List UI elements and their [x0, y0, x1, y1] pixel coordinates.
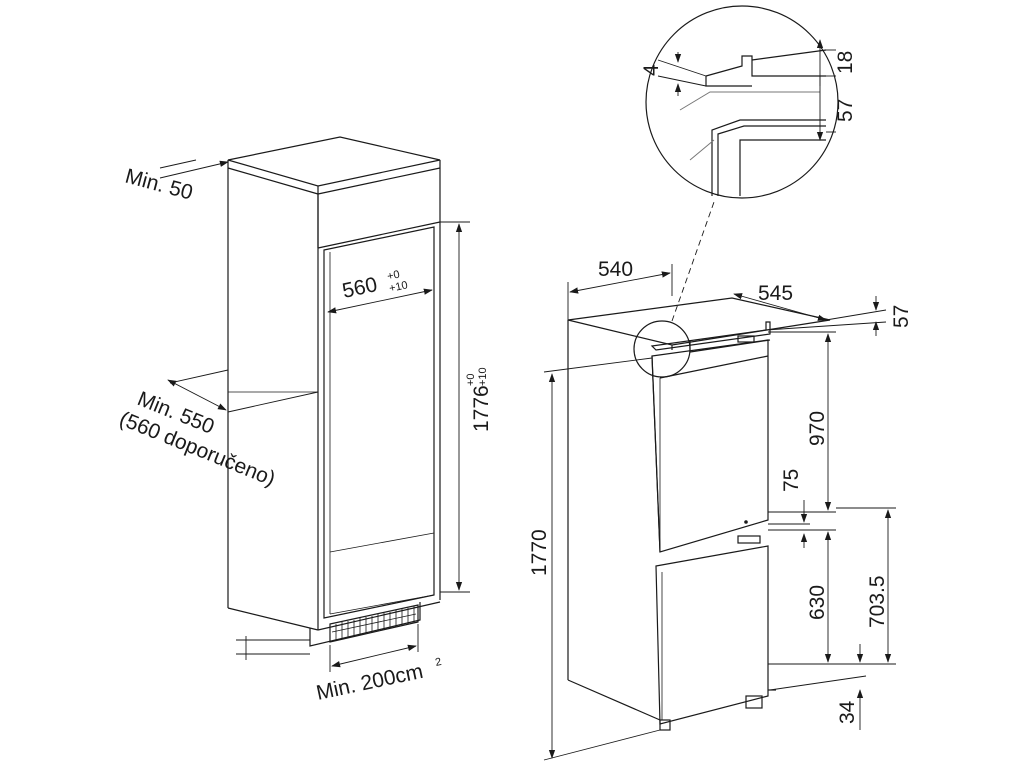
appliance-dimensions [543, 264, 896, 761]
label-niche-height: 1776 [470, 385, 493, 432]
niche-cabinet [227, 136, 441, 647]
label-lower-section: 703.5 [866, 575, 889, 628]
label-foot-height: 34 [836, 700, 859, 724]
upper-door [651, 339, 769, 553]
label-middle-gap: 75 [780, 469, 803, 492]
label-vent-area-exponent: 2 [434, 656, 442, 669]
appliance [567, 297, 831, 731]
label-top-gap: 57 [890, 305, 913, 328]
label-appliance-width: 540 [598, 258, 633, 281]
lower-door [655, 545, 769, 725]
label-appliance-depth: 545 [758, 282, 793, 305]
vent-grille [329, 604, 419, 643]
label-vent-area: Min. 200cm [314, 660, 425, 705]
label-total-height: 1770 [528, 529, 551, 576]
label-niche-width: 560 [340, 273, 379, 303]
label-niche-width-tol-plus: +0 [386, 269, 401, 283]
label-min-top: Min. 50 [123, 165, 195, 205]
label-detail-top: 57 [834, 99, 857, 122]
label-niche-width-tol-minus: +10 [388, 279, 409, 295]
detail-callout [633, 5, 839, 378]
label-lower-door: 630 [806, 585, 829, 620]
label-niche-height-tol-plus: +0 [465, 373, 477, 386]
label-detail-gap: 4 [640, 64, 663, 76]
label-niche-height-tol-minus: +10 [477, 367, 489, 386]
niche-dimensions [159, 159, 470, 672]
label-detail-panel: 18 [834, 51, 857, 74]
label-upper-door: 970 [806, 411, 829, 446]
